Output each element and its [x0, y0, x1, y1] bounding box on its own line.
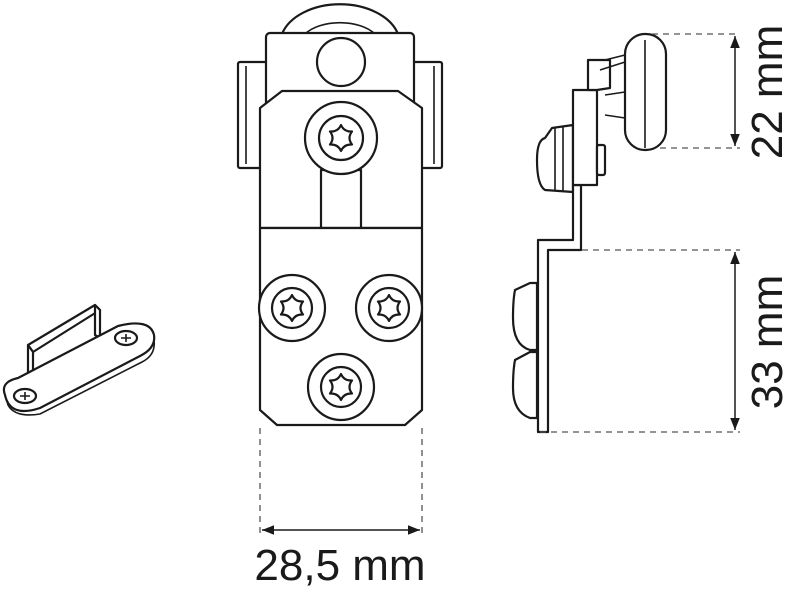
front-view — [236, 3, 444, 427]
width-label: 28,5 mm — [254, 541, 425, 590]
height-dimensions — [540, 33, 740, 433]
side-view — [511, 32, 668, 434]
width-dimension — [259, 428, 423, 535]
mounting-bracket-iso — [2, 303, 156, 416]
top-height-label: 22 mm — [743, 25, 792, 159]
bottom-height-label: 33 mm — [743, 275, 792, 409]
